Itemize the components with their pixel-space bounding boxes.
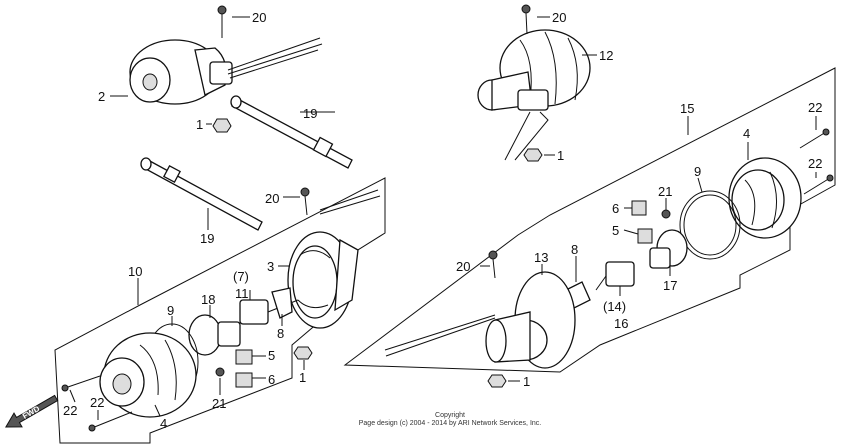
screw-22-left-b (88, 411, 133, 432)
label-3: 3 (267, 259, 274, 274)
socket-14 (595, 261, 635, 291)
label-4: 4 (743, 126, 750, 141)
right-assembly-outline (343, 67, 836, 373)
screw-22-right-a (799, 128, 830, 149)
label-20: 20 (265, 191, 279, 206)
label-20: 20 (552, 10, 566, 25)
turn-signal-front-right (477, 29, 591, 161)
bolt-20-top-right (521, 4, 531, 35)
fwd-arrow: FWD (5, 394, 59, 428)
part-labels: 20 2 19 1 19 20 10 3 (7) 11 18 9 8 5 6 2… (63, 10, 822, 431)
copyright-notice: Copyright Page design (c) 2004 - 2014 by… (300, 412, 600, 428)
label-20: 20 (456, 259, 470, 274)
label-10: 10 (128, 264, 142, 279)
label-15: 15 (680, 101, 694, 116)
gasket-9-right (679, 190, 741, 260)
housing-13-right (384, 271, 576, 369)
label-7: (7) (233, 269, 249, 284)
label-9: 9 (167, 303, 174, 318)
label-21: 21 (658, 184, 672, 199)
label-1: 1 (557, 148, 564, 163)
nut-1-top-right (523, 148, 543, 162)
label-16: 16 (614, 316, 628, 331)
stay-rod-19-upper (230, 95, 353, 169)
label-22: 22 (90, 395, 104, 410)
bolt-20-top-left (217, 5, 227, 38)
label-6: 6 (268, 372, 275, 387)
label-4: 4 (160, 416, 167, 431)
screw-21-right (661, 209, 671, 219)
clip-5-left (235, 349, 253, 365)
stay-rod-19-lower (140, 157, 263, 231)
bracket-8-left (271, 287, 293, 319)
label-14: (14) (603, 299, 626, 314)
label-11: 11 (235, 286, 249, 301)
label-18: 18 (201, 292, 215, 307)
label-5: 5 (612, 223, 619, 238)
label-5: 5 (268, 348, 275, 363)
left-assembly-outline (54, 177, 386, 444)
bulb-18 (188, 314, 241, 356)
label-13: 13 (534, 250, 548, 265)
label-22: 22 (808, 100, 822, 115)
label-2: 2 (98, 89, 105, 104)
lens-4-right (728, 157, 802, 239)
nut-1-right-lower (487, 374, 507, 388)
clip-6-left (235, 372, 253, 388)
bolt-20-mid-left (300, 187, 381, 216)
label-21: 21 (212, 396, 226, 411)
label-8: 8 (571, 242, 578, 257)
label-22: 22 (63, 403, 77, 418)
bolt-20-right (488, 250, 498, 279)
label-1: 1 (523, 374, 530, 389)
leader-lines (69, 16, 817, 420)
housing-3-left (287, 231, 359, 329)
label-17: 17 (663, 278, 677, 293)
lens-4-left (99, 332, 197, 418)
label-22: 22 (808, 156, 822, 171)
turn-signal-front-left (129, 37, 323, 105)
nut-1-left-lower (293, 346, 313, 360)
copyright-line1: Copyright (435, 412, 465, 419)
label-6: 6 (612, 201, 619, 216)
label-19: 19 (200, 231, 214, 246)
label-9: 9 (694, 164, 701, 179)
label-8: 8 (277, 326, 284, 341)
screw-22-left-a (61, 375, 101, 392)
bulb-17 (649, 229, 688, 269)
nut-1-top-left (212, 118, 232, 133)
label-1: 1 (196, 117, 203, 132)
copyright-line2: Page design (c) 2004 - 2014 by ARI Netwo… (358, 420, 542, 427)
label-12: 12 (599, 48, 613, 63)
label-19: 19 (303, 106, 317, 121)
clip-6-right (631, 200, 647, 216)
clip-5-right (637, 228, 653, 244)
screw-21-left (215, 367, 225, 377)
label-20: 20 (252, 10, 266, 25)
label-1: 1 (299, 370, 306, 385)
screw-22-right-b (803, 174, 834, 195)
